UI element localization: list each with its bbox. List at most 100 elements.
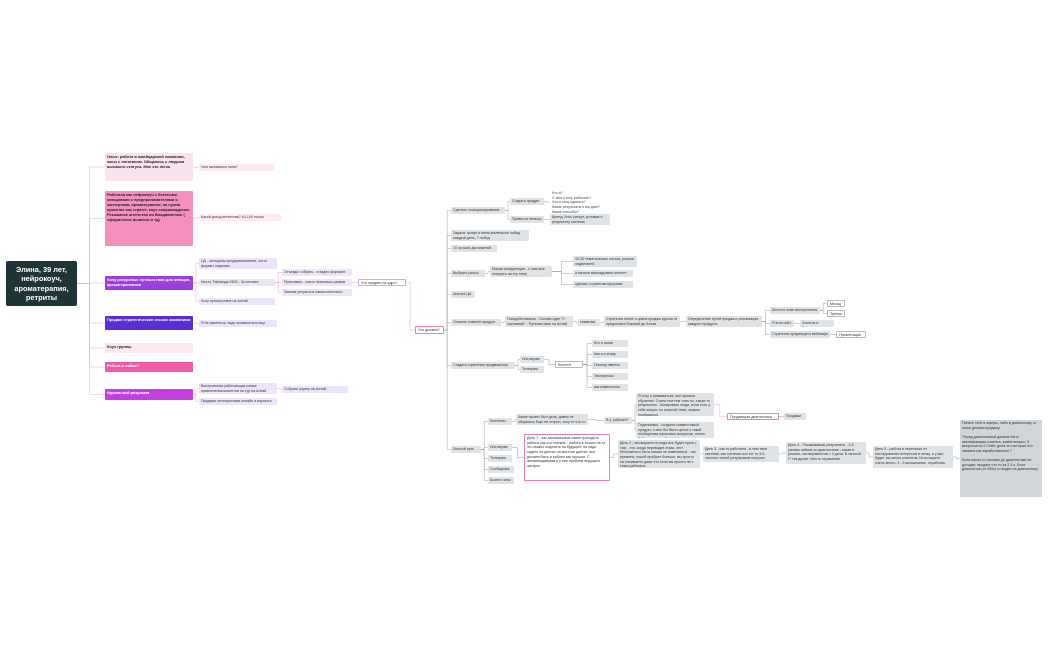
node-funnel-content-q[interactable]: Какие проект был дела, давно не общались…: [516, 414, 588, 425]
node-choose-sub[interactable]: Малая конкуренция - с чем мне поиграть н…: [490, 266, 552, 277]
node-sales-p4[interactable]: Определение путей продаж и реализация ка…: [686, 316, 762, 327]
node-experience[interactable]: Опыт: работа в швейцарской компании, час…: [105, 153, 193, 181]
root-node[interactable]: Элина, 39 лет, нейрокоуч, ароматерапия, …: [6, 261, 77, 306]
link-node-choose-sub-node-choose-a: [552, 261, 573, 272]
node-funnel-ask[interactable]: В у. рабочей?: [604, 417, 632, 424]
node-funnel-content[interactable]: Контенты: [488, 418, 512, 425]
node-coach-groups[interactable]: Коуч группы: [105, 343, 193, 353]
node-sales-c1b[interactable]: Третью: [827, 310, 845, 317]
node-retreat-meeting[interactable]: Место Тайланда 2500 - 3к человек: [199, 279, 275, 286]
node-funnel-messages[interactable]: Сообщения: [488, 466, 514, 473]
link-node-sales-p1-node-sales-p2: [573, 321, 578, 323]
link-node-funnel-day-5-node-funnel-final: [953, 456, 960, 459]
node-funnel-chats[interactable]: Бизнес чаты: [488, 477, 514, 484]
node-strategy[interactable]: Создать стратегию продвижения: [451, 362, 515, 369]
link-node-sales-p4-node-sales-c2: [762, 321, 770, 324]
link-node-hub-what-to-do-node-focus: [444, 235, 451, 331]
node-work-question[interactable]: Какой доход агентства? 40-100 тысяч: [199, 214, 281, 221]
node-retreat-question[interactable]: Что продать на ядро?: [358, 279, 406, 286]
node-strategy-item-0[interactable]: Кто я такая: [592, 340, 628, 347]
node-funnel-telegram[interactable]: Телеграм: [488, 455, 512, 462]
node-funnel[interactable]: Личный путь: [451, 446, 481, 453]
link-node-strategy-content-plan-node-strategy-item-1: [583, 354, 592, 365]
node-strategy-telegram[interactable]: Телеграм: [520, 366, 544, 373]
link-node-hub-what-to-do-node-focus-achievements: [444, 248, 451, 331]
node-sell-note[interactable]: Я не заметила, надо проявляться еще: [199, 320, 277, 327]
node-sales-c2a[interactable]: Хочется в Гималаи: [800, 320, 834, 327]
node-funnel-diagnostics[interactable]: Продающая диагностика: [727, 413, 779, 420]
node-experience-question[interactable]: Чем занимался папа?: [199, 164, 275, 171]
node-sales-c3[interactable]: Стратегия продающего вебинара: [770, 331, 830, 338]
node-funnel-sales[interactable]: Продажи: [784, 413, 806, 420]
node-strategy-item-4[interactable]: как изменилось жизнь: [592, 384, 628, 391]
node-pos-team-sub[interactable]: Бренд, блог, рекрут, условия и результат…: [550, 214, 610, 225]
node-funnel-day-2[interactable]: День 2 - мы вырасти в когда все будет пу…: [618, 440, 700, 468]
link-node-funnel-instagram-node-funnel-day-1: [512, 447, 524, 458]
node-funnel-day-5[interactable]: День 5 - работа в переписке от исследова…: [873, 446, 953, 468]
link-node-strategy-node-strategy-telegram: [515, 365, 520, 370]
link-node-funnel-node-funnel-content: [481, 421, 488, 450]
node-strategy-content-plan[interactable]: Контент план: [555, 361, 583, 368]
node-pos-team[interactable]: Привести нетворк: [510, 216, 544, 223]
node-retreat-altai[interactable]: Хочу путешествие на Алтай: [199, 298, 275, 305]
node-ideal-a-sub[interactable]: Собрать группу на Алтай: [282, 386, 348, 393]
node-choose-a[interactable]: 10-20 тематических постов, ролики надвиг…: [573, 256, 637, 267]
node-choose-c[interactable]: сделать стратегию прогрева: [573, 281, 633, 288]
node-funnel-day-3[interactable]: День 3 - как то работала - в чем твоя си…: [703, 446, 779, 462]
node-sell-sessions[interactable]: Продаю стратегические сессии компаниям: [105, 316, 193, 330]
node-ideal-result[interactable]: Идеальный результат: [105, 389, 193, 400]
link-node-funnel-ask-node-funnel-note-2: [632, 420, 636, 431]
node-strategy-item-1[interactable]: Как я к этому пришла: [592, 351, 628, 358]
link-node-funnel-node-funnel-chats: [481, 449, 488, 481]
node-strategy-item-3[interactable]: Экспертизы: [592, 373, 628, 380]
node-focus[interactable]: Задача: фокус и мини-маленькое побед каж…: [451, 230, 529, 241]
node-retreat-audience[interactable]: ЦА - женщины-предприниматели, хотят форм…: [199, 258, 277, 269]
node-positioning[interactable]: Сделать позиционирование: [451, 207, 505, 214]
node-ideal-a[interactable]: Выстроенная работающая схема привлечения…: [199, 383, 277, 394]
link-node-sales-p4-node-sales-c1: [762, 310, 770, 322]
node-hub-what-to-do[interactable]: Что делаем?: [415, 326, 444, 334]
link-node-experience-node-experience-question: [193, 166, 199, 168]
node-strategy-instagram[interactable]: Инстаграм: [520, 356, 544, 363]
node-choose-market[interactable]: Выбрать рынок: [451, 270, 485, 277]
node-focus-achievements[interactable]: 10 лучших достижений: [451, 245, 497, 252]
node-funnel-note-1[interactable]: Я хочу я развиваться, все прошли обучени…: [636, 393, 714, 416]
link-root-node-node-work: [77, 218, 105, 284]
node-pos-product[interactable]: Создать продукт: [510, 198, 544, 205]
node-sales-p2[interactable]: тематика: [578, 319, 600, 326]
link-node-hub-what-to-do-node-positioning: [444, 210, 451, 331]
node-retreat-option-1[interactable]: Отъезды собрать - и видео формате: [282, 269, 352, 276]
node-sales-p1[interactable]: Поход/Мотиваток - Основа идет "У состоян…: [505, 316, 573, 327]
link-node-strategy-instagram-node-strategy-content-plan: [544, 359, 555, 365]
node-employment[interactable]: Работа в найме?: [105, 362, 193, 372]
node-sales[interactable]: Описать главное продукт: [451, 319, 501, 326]
node-funnel-final[interactable]: Пиньте тебе в эфиры, либо в диагностику …: [960, 420, 1042, 497]
link-node-retreat-node-retreat-altai: [193, 282, 199, 302]
node-choose-b[interactable]: и начала выкладывать контент: [573, 270, 633, 277]
link-node-funnel-day-4-node-funnel-day-5: [866, 452, 873, 458]
node-funnel-note-2[interactable]: Поделилась - создала совместимый продукт…: [636, 422, 714, 438]
link-node-funnel-day-1-node-funnel-day-2: [610, 453, 618, 458]
node-funnel-day-1[interactable]: День 1 - как занимаешься какие приходить…: [524, 434, 610, 481]
node-funnel-day-4[interactable]: День 4 - Показываешь результаты - 3-5 ра…: [786, 442, 866, 464]
node-sales-c1[interactable]: Контент план выступления: [770, 307, 820, 314]
node-funnel-instagram[interactable]: Инстаграм: [488, 444, 512, 451]
link-node-funnel-content-node-funnel-content-q: [512, 419, 516, 422]
link-node-funnel-note-1-node-funnel-diagnostics: [714, 404, 727, 417]
node-sales-c1a[interactable]: Месяц: [827, 300, 845, 307]
node-ideal-b[interactable]: Продажи личнорослым онлайн и коучинга: [199, 398, 277, 405]
node-audience-analysis[interactable]: Анализ ЦА: [451, 291, 475, 298]
node-retreat-option-3[interactable]: Зимние ретриты в самостоятельно: [282, 289, 352, 296]
link-node-choose-sub-node-choose-c: [552, 271, 573, 285]
link-node-funnel-node-funnel-messages: [481, 449, 488, 470]
link-node-retreat-meeting-node-retreat-option-3: [275, 282, 282, 293]
node-sales-c3a[interactable]: Презентация: [836, 331, 866, 338]
link-node-strategy-content-plan-node-strategy-item-4: [583, 364, 592, 388]
node-sales-p3[interactable]: Стратегия online и цикла продаж курсов о…: [604, 316, 680, 327]
node-work[interactable]: Работала как нейрокоуч с богатыми женщин…: [105, 191, 193, 246]
node-retreat[interactable]: Хочу ресурсные путешествия для женщин- а…: [105, 276, 193, 290]
link-node-funnel-node-funnel-telegram: [481, 449, 488, 459]
node-sales-c2[interactable]: Я в не пойт: [770, 320, 794, 327]
node-strategy-item-2[interactable]: Почему именно это: [592, 362, 628, 369]
node-retreat-option-2[interactable]: Ярославль - снять несколько ранков: [282, 279, 352, 286]
